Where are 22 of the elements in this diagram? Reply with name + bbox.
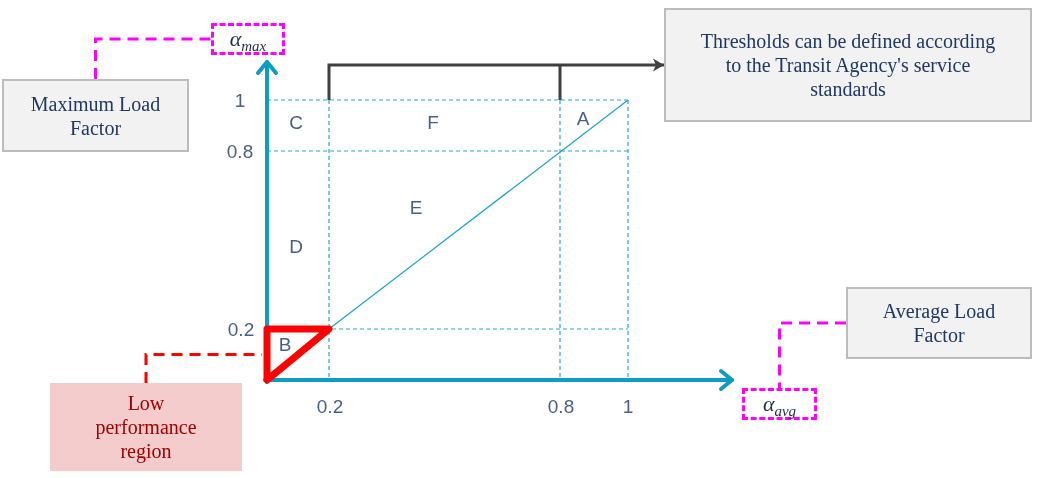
tick-label: 1: [234, 90, 246, 110]
tick-label: 0.2: [316, 396, 344, 416]
region-label: B: [278, 334, 292, 354]
leader-line: [94, 37, 211, 79]
tick-label: 0.8: [547, 396, 575, 416]
callout-box: Thresholds can be defined according to the Transit Agency's service standards: [664, 8, 1032, 122]
highlight-box: Low performance region: [50, 383, 242, 471]
tick-label: 1: [622, 396, 634, 416]
region-label: C: [289, 112, 303, 132]
bracket-arrow: [327, 58, 666, 102]
tick-label: 0.8: [226, 141, 254, 161]
symbol-box: α$_{max}$: [211, 23, 285, 55]
triangle-outline: [262, 324, 335, 385]
callout-box: Maximum Load Factor: [2, 79, 189, 152]
region-label: D: [289, 236, 303, 256]
region-label: E: [409, 197, 423, 217]
symbol-box: α$_{avg}$: [742, 388, 817, 420]
callout-box: Average Load Factor: [846, 287, 1032, 359]
region-label: A: [576, 108, 590, 128]
tick-label: 0.2: [227, 319, 255, 339]
leader-line: [778, 321, 846, 388]
region-label: F: [427, 112, 439, 132]
